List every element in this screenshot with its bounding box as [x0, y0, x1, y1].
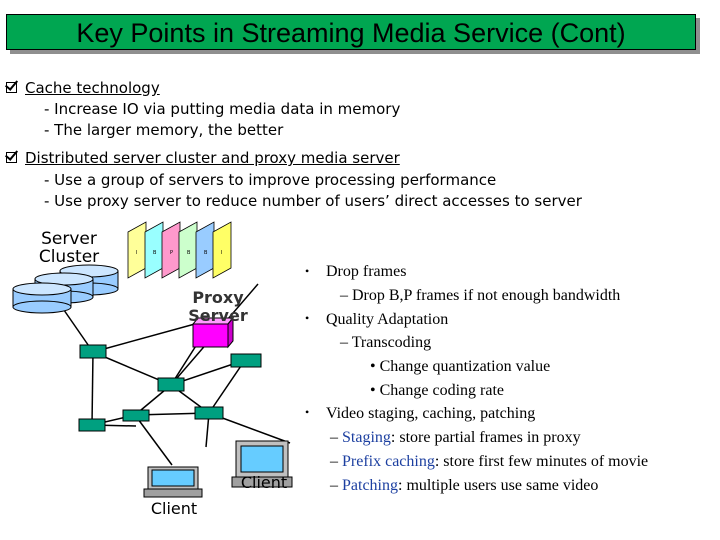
bullet-sub: - Use a group of servers to improve proc…: [44, 171, 497, 189]
term-patching: Patching: [342, 477, 398, 494]
server-cluster-label: Server Cluster: [24, 230, 114, 266]
bullet-text: Distributed server cluster and proxy med…: [25, 149, 400, 167]
client-label-left: Client: [150, 499, 198, 518]
hub-node: [78, 418, 106, 432]
page-title: Key Points in Streaming Media Service (C…: [76, 18, 626, 48]
hub-node: [157, 377, 185, 392]
bullet-sub: - Use proxy server to reduce number of u…: [44, 192, 582, 210]
right-item-drop-sub: – Drop B,P frames if not enough bandwidt…: [340, 287, 621, 304]
video-frame: [212, 221, 232, 279]
hub-node: [122, 409, 150, 422]
hub-node: [194, 406, 224, 420]
video-frame-letter: I: [136, 250, 137, 256]
right-item-quality: Quality Adaptation: [326, 311, 449, 328]
dash: –: [330, 477, 342, 494]
dash: –: [330, 453, 342, 470]
proxy-server-label: Proxy Server: [180, 289, 256, 325]
term-desc: : store first few minutes of movie: [434, 453, 649, 470]
video-frame-letter: B: [204, 250, 208, 256]
proxy-server-box: [191, 316, 235, 349]
server-disk: [12, 282, 72, 314]
bullet-text: Cache technology: [25, 79, 160, 97]
right-item-transcoding: – Transcoding: [340, 334, 432, 351]
hub-node: [79, 344, 107, 359]
bullet-distributed: Distributed server cluster and proxy med…: [6, 148, 400, 169]
client-monitor-right: [231, 440, 293, 488]
right-item-prefix-def: – Prefix caching: store first few minute…: [330, 450, 648, 474]
network-hubs: [78, 344, 262, 432]
right-item-coding: • Change coding rate: [370, 382, 504, 399]
right-item-quant: • Change quantization value: [370, 358, 551, 375]
video-frame-letter: B: [187, 250, 191, 256]
hub-node: [230, 353, 262, 368]
dash: –: [330, 429, 342, 446]
video-frame-letter: I: [221, 250, 222, 256]
video-frame-letter: P: [170, 250, 173, 256]
bullet-sub: - The larger memory, the better: [44, 121, 284, 139]
right-bullet: •: [305, 405, 310, 419]
client-label-right: Client: [240, 473, 288, 492]
server-cluster: [12, 264, 119, 314]
label-line: Server: [41, 229, 97, 249]
label-line: Proxy: [192, 288, 244, 307]
checkbox-bullet-icon: [6, 152, 17, 163]
right-item-staging: Video staging, caching, patching: [326, 405, 536, 422]
video-frame-letter: B: [153, 250, 157, 256]
bullet-sub: - Increase IO via putting media data in …: [44, 100, 401, 118]
bullet-cache: Cache technology: [6, 78, 160, 99]
label-line: Cluster: [38, 247, 100, 267]
right-item-patching-def: – Patching: multiple users use same vide…: [330, 474, 598, 498]
right-bullet: •: [305, 264, 310, 278]
right-item-drop-frames: Drop frames: [326, 263, 407, 280]
term-desc: : store partial frames in proxy: [390, 429, 581, 446]
right-bullet: •: [305, 311, 310, 325]
label-line: Server: [188, 306, 248, 325]
term-staging: Staging: [342, 429, 391, 446]
title-box: Key Points in Streaming Media Service (C…: [6, 14, 696, 50]
right-item-staging-def: – Staging: store partial frames in proxy: [330, 426, 581, 450]
term-desc: : multiple users use same video: [398, 477, 599, 494]
term-prefix-caching: Prefix caching: [342, 453, 435, 470]
client-monitor-left: [143, 466, 203, 498]
checkbox-bullet-icon: [6, 82, 17, 93]
